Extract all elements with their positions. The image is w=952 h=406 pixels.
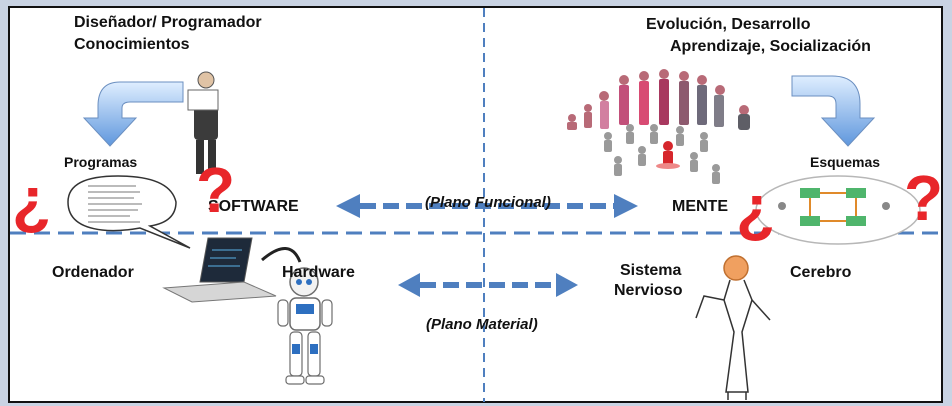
material-double-arrow	[398, 273, 578, 297]
designer-label: Diseñador/ Programador	[74, 14, 262, 31]
sistema-label: Sistema	[620, 262, 682, 279]
question-close-left: ?	[196, 154, 236, 226]
question-close-right: ?	[904, 162, 944, 234]
curved-arrow-left	[82, 81, 184, 147]
plano-material-label: (Plano Material)	[426, 316, 538, 333]
esquemas-label: Esquemas	[810, 154, 881, 170]
code-speech-bubble	[67, 175, 191, 249]
cerebro-label: Cerebro	[790, 264, 852, 281]
schema-diagram	[755, 175, 921, 245]
robot-illustration	[277, 267, 333, 385]
nervioso-label: Nervioso	[614, 282, 683, 299]
woman-brain-illustration	[695, 255, 771, 400]
evolution-label: Evolución, Desarrollo	[646, 16, 811, 33]
ordenador-label: Ordenador	[52, 264, 134, 281]
designer-figure	[187, 71, 219, 174]
hardware-label: Hardware	[282, 264, 355, 281]
evolution-figures	[567, 69, 750, 130]
functional-double-arrow	[336, 194, 638, 218]
plano-funcional-label: (Plano Funcional)	[425, 194, 551, 211]
question-open-left: ¿	[12, 164, 52, 236]
programs-label: Programas	[64, 154, 138, 170]
question-open-right: ¿	[736, 172, 776, 244]
curved-arrow-right	[791, 75, 876, 147]
knowledge-label: Conocimientos	[74, 36, 190, 53]
software-label: SOFTWARE	[208, 198, 299, 215]
laptop-illustration	[162, 237, 302, 303]
mente-label: MENTE	[672, 198, 728, 215]
crowd-figures	[604, 124, 720, 184]
learning-label: Aprendizaje, Socialización	[670, 38, 871, 55]
